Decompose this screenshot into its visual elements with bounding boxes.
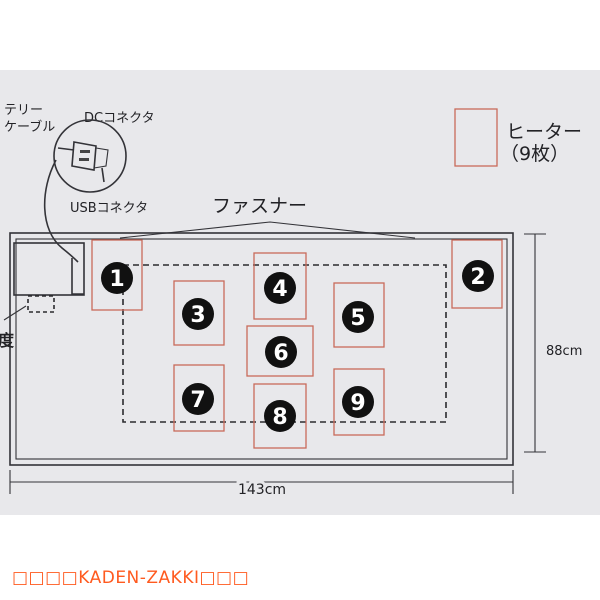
- heater-3-number: 3: [190, 303, 205, 328]
- width-label: 143cm: [238, 482, 286, 498]
- heater-3-badge: [182, 298, 214, 330]
- battery-pocket: [13, 242, 85, 296]
- heater-9-badge: [342, 386, 374, 418]
- heater-1-badge: [101, 262, 133, 294]
- blanket-outline: [9, 232, 514, 466]
- heater-2: [451, 239, 503, 309]
- heater-legend-swatch: [454, 108, 498, 167]
- heater-2-number: 2: [470, 265, 485, 290]
- heater-8-badge: [264, 400, 296, 432]
- heater-1-number: 1: [109, 267, 124, 292]
- heater-3: [173, 280, 225, 346]
- width-dimension: [9, 470, 514, 494]
- heater-legend-label: ヒーター: [506, 121, 582, 143]
- heater-4: [253, 252, 307, 320]
- battery-cable-label-line2: ケーブル: [4, 119, 55, 135]
- heater-5: [333, 282, 385, 348]
- height-dimension: [524, 233, 546, 453]
- heater-5-number: 5: [350, 306, 365, 331]
- heater-6-number: 6: [273, 341, 288, 366]
- height-label: 88cm: [546, 344, 582, 359]
- blanket-inner-outline: [15, 238, 508, 460]
- heater-1: [91, 239, 143, 311]
- watermark: □□□□KADEN-ZAKKI□□□: [12, 568, 250, 588]
- heater-7-number: 7: [190, 388, 205, 413]
- paper-background: [0, 70, 600, 515]
- connector-magnifier: [53, 119, 127, 193]
- heater-2-badge: [462, 260, 494, 292]
- heater-4-badge: [264, 272, 296, 304]
- heater-5-badge: [342, 301, 374, 333]
- dc-connector-label: DCコネクタ: [84, 111, 155, 126]
- usb-connector-label: USBコネクタ: [70, 201, 148, 216]
- heater-6: [246, 325, 314, 377]
- heater-9-number: 9: [350, 391, 365, 416]
- heater-7: [173, 364, 225, 432]
- heater-7-badge: [182, 383, 214, 415]
- fastener-label: ファスナー: [212, 195, 307, 217]
- heaters: 1 2 3 4 5 6 7 8 9: [91, 239, 503, 449]
- heater-6-badge: [265, 336, 297, 368]
- heater-legend-count: （9枚）: [500, 143, 569, 165]
- battery-cable-label-line1: テリー: [4, 103, 43, 118]
- battery-cable: [43, 159, 79, 263]
- heater-9: [333, 368, 385, 436]
- heater-8: [253, 383, 307, 449]
- heater-8-number: 8: [272, 405, 287, 430]
- heater-4-number: 4: [272, 277, 287, 302]
- partial-left-label: 度: [0, 331, 15, 350]
